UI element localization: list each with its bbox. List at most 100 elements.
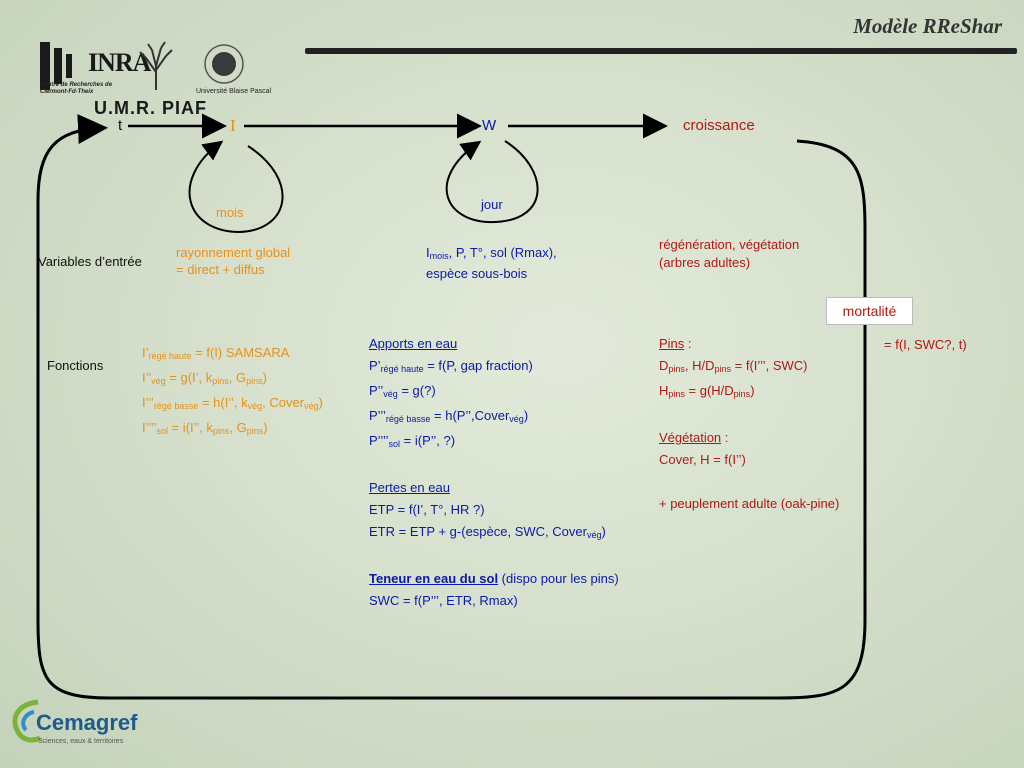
water-swc: SWC = f(P’’’, ETR, Rmax)	[369, 593, 518, 608]
growth-fn-2-a: H	[659, 383, 669, 398]
growth-fn-1-sub2: pins	[714, 364, 732, 374]
input-light-line-1: rayonnement global	[176, 245, 291, 260]
growth-peuplement: + peuplement adulte (oak-pine)	[659, 496, 840, 511]
water-etr-a: ETR = ETP + g-(espèce, SWC, Cover	[369, 524, 587, 539]
input-water-I: I	[426, 245, 430, 260]
water-etr: ETR = ETP + g-(espèce, SWC, Covervég)	[369, 521, 619, 546]
slide-title: Modèle RReShar	[853, 14, 1002, 38]
label-jour: jour	[481, 197, 503, 212]
light-fn-2-sub3: pins	[246, 376, 263, 386]
light-fn-2-d: )	[262, 370, 267, 385]
light-fn-2: I’’vég = g(I’, kpins, Gpins)	[142, 367, 323, 392]
light-fn-2-c: , G	[228, 370, 247, 385]
growth-fn-2-b: = g(H/D	[684, 383, 734, 398]
light-fn-1-sub: régé haute	[148, 351, 192, 361]
light-fn-3-a: I’’’	[142, 395, 154, 410]
growth-veg-colon: :	[721, 430, 729, 445]
centre-text: Centre de Recherches de Clermont-Fd-Thei…	[40, 82, 113, 95]
node-I: I	[230, 116, 236, 135]
loop-jour	[445, 140, 539, 224]
input-light: rayonnement global = direct + diffus	[176, 244, 290, 278]
water-fn-3-c: )	[523, 408, 529, 423]
cemagref-tagline: Sciences, eaux & territoires	[38, 738, 124, 745]
light-fn-3: I’’’régé basse = h(I’’, kvég, Covervég)	[142, 392, 323, 417]
growth-spacer-1	[659, 405, 839, 427]
mortalite-box: mortalité	[826, 297, 913, 325]
growth-fn-1-b: , H/D	[684, 358, 715, 373]
light-fn-3-sub3: vég	[304, 401, 319, 411]
growth-pins-title: Pins	[659, 336, 685, 351]
growth-fn-2-sub1: pins	[668, 389, 685, 399]
water-fn-1-b: = f(P, gap fraction)	[423, 358, 533, 373]
water-fn-4-a: P’’’’	[369, 433, 389, 448]
water-fn-3-sub2: vég	[509, 414, 524, 424]
water-fn-3: P’’’régé basse = h(P’’,Covervég)	[369, 405, 619, 430]
mortalite-function: = f(I, SWC?, t)	[884, 337, 967, 352]
light-fn-4-a: I’’’’	[142, 420, 157, 435]
input-light-line-2: = direct + diffus	[176, 262, 265, 277]
water-fn-1-sub: régé haute	[380, 364, 424, 374]
logo-block: INRA Centre de Recherches de Clermont-Fd…	[38, 38, 278, 120]
light-fn-4-sub2: pins	[212, 426, 230, 436]
light-fn-2-b: = g(I’, k	[165, 370, 213, 385]
water-teneur-title: Teneur en eau du sol	[369, 571, 499, 586]
light-fn-1-b: = f(I) SAMSARA	[191, 345, 290, 360]
water-fn-3-b: = h(P’’,Cover	[430, 408, 510, 423]
cemagref-logo: Cemagref Sciences, eaux & territoires	[8, 696, 168, 756]
title-bar	[305, 48, 1017, 54]
growth-veg-fn: Cover, H = f(I’’)	[659, 452, 746, 467]
water-teneur: Teneur en eau du sol (dispo pour les pin…	[369, 568, 619, 590]
label-variables-entree: Variables d’entrée	[38, 254, 142, 269]
input-water-line-2: espèce sous-bois	[426, 266, 528, 281]
light-fn-4-d: )	[263, 420, 268, 435]
node-t: t	[118, 117, 123, 134]
light-fn-3-b: = h(I’’, k	[198, 395, 248, 410]
water-pertes-title: Pertes en eau	[369, 480, 450, 495]
growth-pins-heading: Pins :	[659, 333, 839, 355]
growth-functions: Pins : Dpins, H/Dpins = f(I’’’, SWC) Hpi…	[659, 333, 839, 515]
light-functions: I’régé haute = f(I) SAMSARA I’’vég = g(I…	[142, 342, 323, 442]
water-apports-title: Apports en eau	[369, 336, 458, 351]
water-teneur-note: (dispo pour les pins)	[498, 571, 619, 586]
growth-fn-1-c: = f(I’’’, SWC)	[731, 358, 808, 373]
input-growth-line-1: régénération, végétation	[659, 237, 800, 252]
growth-fn-2: Hpins = g(H/Dpins)	[659, 380, 839, 405]
growth-spacer-2	[659, 471, 839, 493]
universite-text: Université Blaise Pascal	[196, 88, 272, 95]
input-water-line-1: Imois, P, T°, sol (Rmax),	[426, 244, 557, 265]
light-fn-1: I’régé haute = f(I) SAMSARA	[142, 342, 323, 367]
growth-fn-2-sub2: pins	[733, 389, 751, 399]
growth-veg-heading: Végétation :	[659, 427, 839, 449]
light-fn-4-sub3: pins	[246, 426, 264, 436]
light-fn-3-sub2: vég	[247, 401, 263, 411]
light-fn-4: I’’’’sol = i(I’’, kpins, Gpins)	[142, 417, 323, 442]
water-fn-2-a: P’’	[369, 383, 384, 398]
growth-fn-2-c: )	[750, 383, 755, 398]
water-etr-b: )	[601, 524, 606, 539]
label-mois: mois	[216, 205, 244, 220]
growth-veg-title: Végétation	[659, 430, 722, 445]
umr-piaf-text: U.M.R. PIAF	[94, 98, 207, 118]
growth-pins-colon: :	[684, 336, 692, 351]
light-fn-3-d: )	[318, 395, 323, 410]
water-fn-4: P’’’’sol = i(P’’, ?)	[369, 430, 619, 455]
light-fn-3-c: , Cover	[262, 395, 305, 410]
water-fn-3-a: P’’’	[369, 408, 386, 423]
light-fn-4-c: , G	[229, 420, 247, 435]
node-croissance: croissance	[683, 117, 755, 134]
water-fn-2: P’’vég = g(?)	[369, 380, 619, 405]
input-water-sub: mois	[429, 251, 449, 261]
water-fn-1: P’régé haute = f(P, gap fraction)	[369, 355, 619, 380]
light-fn-2-sub1: vég	[151, 376, 166, 386]
water-fn-1-a: P’	[369, 358, 381, 373]
input-water-rest: , P, T°, sol (Rmax),	[448, 245, 557, 260]
water-etr-sub: vég	[586, 530, 602, 540]
growth-fn-1-sub1: pins	[668, 364, 685, 374]
water-functions: Apports en eau P’régé haute = f(P, gap f…	[369, 333, 619, 612]
node-W: W	[482, 117, 497, 134]
water-fn-4-b: = i(P’’, ?)	[400, 433, 456, 448]
light-fn-1-a: I’	[142, 345, 149, 360]
growth-fn-1: Dpins, H/Dpins = f(I’’’, SWC)	[659, 355, 839, 380]
input-growth: régénération, végétation (arbres adultes…	[659, 236, 799, 272]
